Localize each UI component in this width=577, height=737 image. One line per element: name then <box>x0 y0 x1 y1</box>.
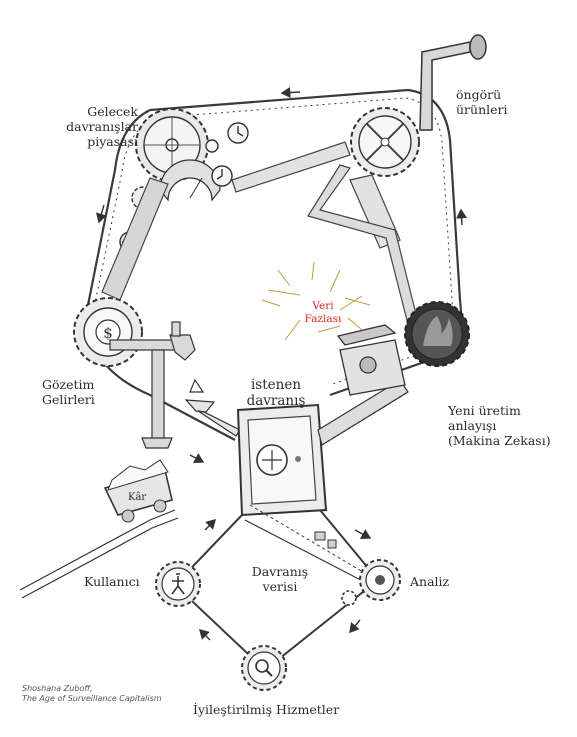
user-label: Kullanıcı <box>84 574 140 589</box>
production-label: Yeni üretim anlayışı (Makina Zekası) <box>448 403 551 448</box>
periscope-pipe <box>419 34 487 131</box>
gauge-icon <box>159 159 221 202</box>
production-conveyor <box>317 379 409 446</box>
analysis-label: Analiz <box>410 574 450 589</box>
surveillance-revenue-label: Gözetim Gelirleri <box>42 377 95 407</box>
behavior-data-bits-icon <box>314 531 337 549</box>
flow-arrows <box>95 86 468 641</box>
source-credit: Shoshana Zuboff, The Age of Surveillance… <box>22 684 162 703</box>
user-gear-icon <box>155 561 201 607</box>
small-cog-icon <box>341 590 357 606</box>
clock-icons <box>205 122 249 187</box>
analysis-gear-icon <box>359 559 401 601</box>
funnel-icon <box>184 378 241 437</box>
data-surplus-label: Veri Fazlası <box>304 300 342 325</box>
revenue-wheel-icon: $ <box>73 297 143 367</box>
desired-behavior-label: istenen davranış <box>246 377 306 409</box>
dollar-sign: $ <box>103 324 113 342</box>
search-gear-icon <box>241 645 287 691</box>
machine-intelligence-icon <box>336 324 406 396</box>
fire-wheel-icon <box>404 301 470 367</box>
data-surplus-burst-icon <box>261 261 371 341</box>
safe-icon <box>236 403 328 517</box>
improved-services-label: İyileştirilmiş Hizmetler <box>193 702 340 717</box>
faucet-icon <box>109 321 196 449</box>
prediction-products-label: öngörü ürünleri <box>456 87 508 117</box>
profit-label: Kâr <box>128 492 147 503</box>
profit-cart-icon <box>19 459 179 599</box>
prediction-wheel-icon <box>350 107 420 177</box>
future-market-label: Gelecek davranışlar piyasası <box>66 104 138 149</box>
behavior-data-label: Davranış verisi <box>251 564 309 594</box>
